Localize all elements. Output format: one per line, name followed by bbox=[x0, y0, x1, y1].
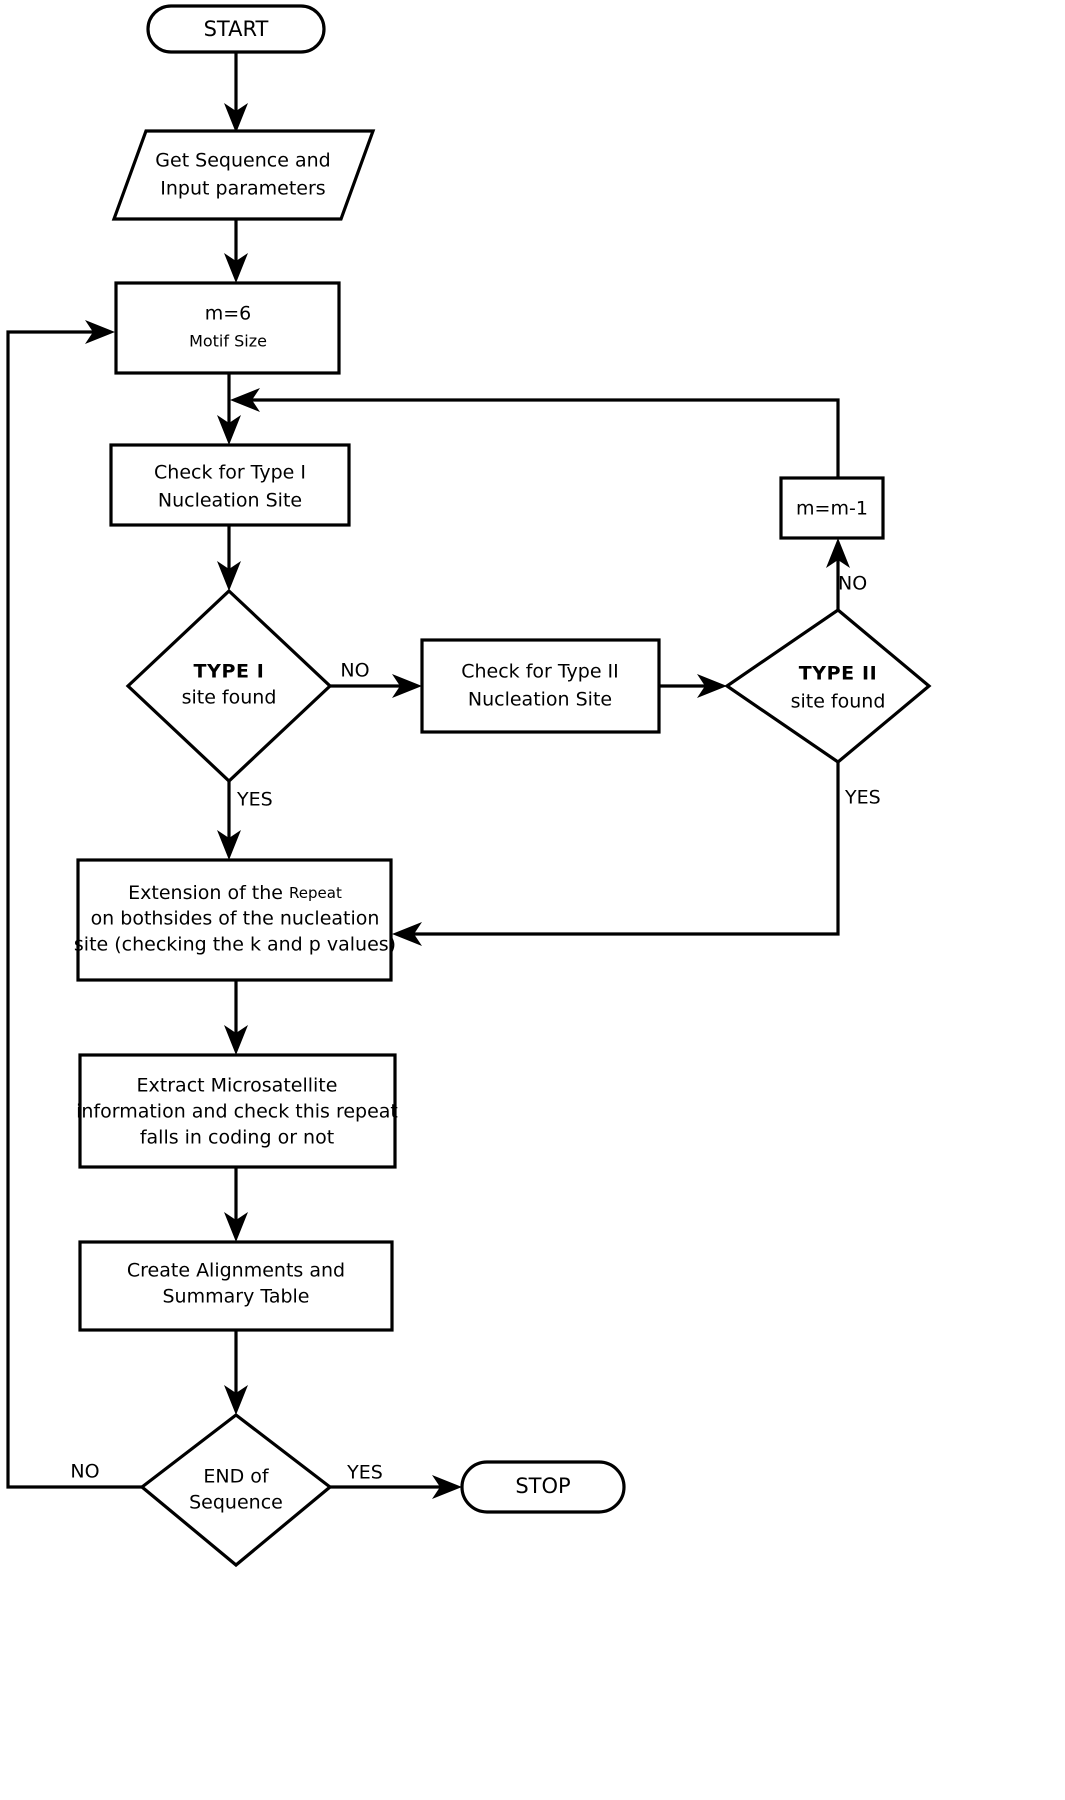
node-extract-microsatellite[interactable]: Extract Microsatellite information and c… bbox=[76, 1053, 398, 1169]
node-stop[interactable]: STOP bbox=[460, 1460, 626, 1514]
node-motif-line1: m=6 bbox=[205, 303, 252, 325]
node-decision-end-of-sequence[interactable]: END of Sequence bbox=[139, 1412, 333, 1568]
node-check2-line1: Check for Type II bbox=[461, 661, 619, 683]
edge-decide1-no-to-check2 bbox=[330, 674, 422, 698]
edge-label-type2-yes: YES bbox=[844, 787, 881, 809]
edge-extension-to-extract bbox=[224, 980, 248, 1055]
node-motif-size[interactable]: m=6 Motif Size bbox=[114, 281, 341, 375]
node-decrement-label: m=m-1 bbox=[796, 498, 868, 520]
node-decide1-line2: site found bbox=[182, 687, 277, 709]
node-input-line2: Input parameters bbox=[160, 178, 325, 200]
node-decide2-line2: site found bbox=[791, 691, 886, 713]
edge-end-yes-to-stop bbox=[330, 1475, 462, 1499]
edge-input-to-motif bbox=[224, 219, 248, 283]
node-stop-label: STOP bbox=[515, 1474, 570, 1498]
node-decision-type-2[interactable]: TYPE II site found bbox=[724, 607, 932, 765]
node-decide2-line1: TYPE II bbox=[799, 663, 878, 685]
edge-end-no-loop-to-motif bbox=[6, 320, 142, 1489]
node-check1-line2: Nucleation Site bbox=[158, 490, 302, 512]
edge-decrement-to-check1-merge bbox=[230, 388, 840, 478]
node-extension-line2: on bothsides of the nucleation bbox=[91, 908, 380, 930]
edge-motif-to-check1 bbox=[217, 373, 241, 445]
node-decrement-motif[interactable]: m=m-1 bbox=[779, 476, 885, 540]
node-decide-end-line2: Sequence bbox=[189, 1492, 283, 1514]
node-extension[interactable]: Extension of the Repeat on bothsides of … bbox=[74, 858, 396, 982]
node-align-line2: Summary Table bbox=[163, 1286, 310, 1308]
edge-label-type1-yes: YES bbox=[236, 789, 273, 811]
node-extension-line1: Extension of the Repeat bbox=[128, 882, 342, 904]
node-check-type-2[interactable]: Check for Type II Nucleation Site bbox=[420, 638, 661, 734]
node-check2-line2: Nucleation Site bbox=[468, 689, 612, 711]
node-start[interactable]: START bbox=[146, 4, 326, 54]
node-check1-line1: Check for Type I bbox=[154, 462, 306, 484]
node-input-parameters[interactable]: Get Sequence and Input parameters bbox=[111, 129, 376, 221]
node-align-line1: Create Alignments and bbox=[127, 1260, 345, 1282]
edge-align-to-decide-end bbox=[224, 1330, 248, 1415]
node-extension-line3: site (checking the k and p values) bbox=[74, 934, 396, 956]
node-decide1-line1: TYPE I bbox=[194, 661, 265, 683]
edge-label-type2-no: NO bbox=[838, 573, 867, 595]
node-motif-line2: Motif Size bbox=[189, 332, 267, 351]
node-extension-line1-main: Extension of the bbox=[128, 882, 289, 904]
edge-check1-to-decide1 bbox=[217, 525, 241, 591]
node-start-label: START bbox=[204, 17, 269, 41]
node-extract-line2: information and check this repeat bbox=[76, 1101, 398, 1123]
node-extract-line1: Extract Microsatellite bbox=[137, 1075, 338, 1097]
node-create-alignments[interactable]: Create Alignments and Summary Table bbox=[78, 1240, 394, 1332]
edge-decide2-yes-to-extension bbox=[392, 762, 840, 946]
node-input-line1: Get Sequence and bbox=[155, 150, 330, 172]
node-extract-line3: falls in coding or not bbox=[140, 1127, 334, 1149]
edge-decide2-no-to-decrement bbox=[826, 538, 850, 610]
edge-label-end-yes: YES bbox=[346, 1462, 383, 1484]
edge-start-to-input bbox=[224, 52, 248, 133]
edge-check2-to-decide2 bbox=[659, 674, 727, 698]
node-check-type-1[interactable]: Check for Type I Nucleation Site bbox=[109, 443, 351, 527]
edge-label-type1-no: NO bbox=[340, 660, 369, 682]
edge-extract-to-align bbox=[224, 1167, 248, 1242]
edge-label-end-no: NO bbox=[70, 1461, 99, 1483]
node-decision-type-1[interactable]: TYPE I site found bbox=[125, 588, 333, 784]
node-extension-line1-small: Repeat bbox=[289, 884, 342, 902]
node-decide-end-line1: END of bbox=[203, 1466, 270, 1488]
